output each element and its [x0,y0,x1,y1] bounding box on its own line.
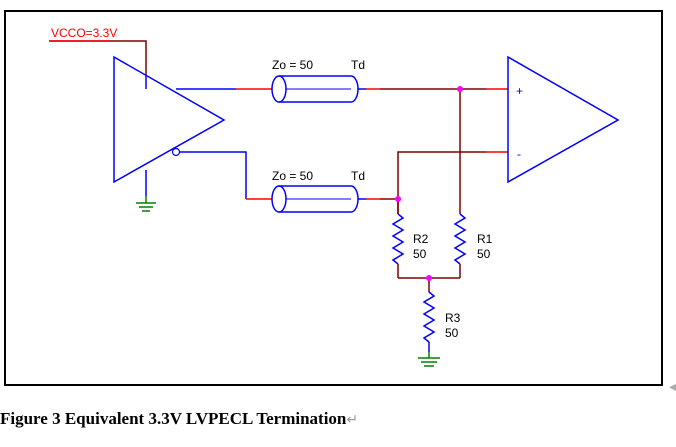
resistor-r2 [391,199,405,278]
frame-edge-marker: ◀ [669,382,676,393]
negative-net [366,151,508,214]
r2-name-label: R2 [413,232,429,246]
receiver-plus-label: + [516,84,523,98]
paragraph-return-mark: ↵ [346,413,359,428]
vcco-label: VCCO=3.3V [51,26,117,40]
junction-dot [457,86,463,92]
tline-bottom-delay-label: Td [351,169,365,183]
r3-name-label: R3 [445,311,461,325]
resistor-r3 [422,291,436,352]
bottom-output-wire [180,151,272,200]
r2-value-label: 50 [413,247,427,261]
r3-ground-symbol [418,352,440,367]
r1-name-label: R1 [477,232,493,246]
receiver-minus-label: - [517,147,521,161]
tline-top [271,75,366,103]
junction-dot [395,196,401,202]
junction-dot [426,275,432,281]
driver-buffer [113,55,226,196]
schematic-frame [4,10,663,386]
r3-value-label: 50 [445,326,459,340]
tline-bottom [271,185,366,213]
figure-caption: Figure 3 Equivalent 3.3V LVPECL Terminat… [0,409,358,429]
tline-bottom-impedance-label: Zo = 50 [272,169,313,183]
tline-top-impedance-label: Zo = 50 [272,58,313,72]
figure-caption-text: Figure 3 Equivalent 3.3V LVPECL Terminat… [0,409,347,428]
inverting-bubble [171,147,181,157]
receiver-comparator [507,55,620,184]
tline-top-delay-label: Td [351,58,365,72]
vcco-supply: VCCO=3.3V [49,26,147,75]
r1-value-label: 50 [477,247,491,261]
resistor-r1 [453,213,467,278]
driver-ground-symbol [136,196,156,212]
